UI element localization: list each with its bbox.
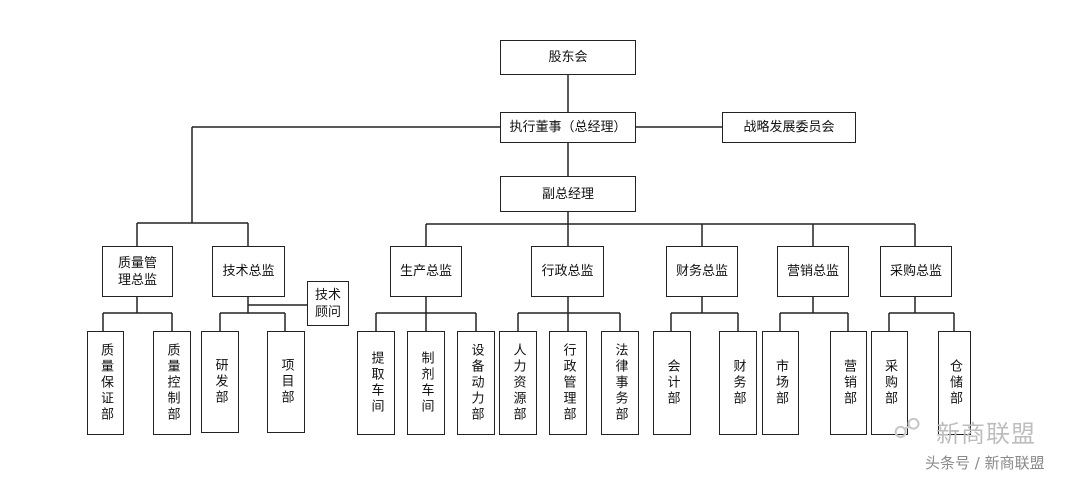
production-director-label: 生产总监 [399, 264, 452, 279]
watermark-source: 头条号 / 新商联盟 [925, 454, 1045, 472]
tech-director-label: 技术总监 [222, 264, 275, 279]
dept-label: 行政管理部 [560, 343, 576, 423]
tech-advisor-box: 技术顾问 [307, 281, 349, 326]
dept-market: 市场部 [762, 331, 799, 435]
purchasing-director-label: 采购总监 [889, 264, 942, 279]
dept-rnd: 研发部 [201, 331, 239, 433]
watermark-brand: 新商联盟 [936, 420, 1036, 448]
purchasing-director-box: 采购总监 [880, 246, 952, 297]
dept-quality-control: 质量控制部 [153, 331, 191, 435]
dept-label: 市场部 [773, 359, 788, 407]
marketing-director-label: 营销总监 [786, 264, 839, 279]
marketing-director-box: 营销总监 [777, 246, 849, 297]
finance-director-box: 财务总监 [666, 246, 738, 297]
dept-label: 采购部 [882, 359, 897, 407]
strategy-committee-label: 战略发展委员会 [743, 120, 835, 135]
dept-label: 营销部 [841, 359, 856, 407]
tech-director-box: 技术总监 [212, 246, 285, 297]
quality-director-label: 质量管理总监 [117, 255, 157, 288]
admin-director-box: 行政总监 [531, 246, 604, 297]
dept-warehouse: 仓储部 [938, 331, 971, 435]
dept-accounting: 会计部 [653, 331, 691, 435]
dept-legal: 法律事务部 [601, 331, 639, 435]
dept-label: 提取车间 [368, 351, 384, 415]
dept-label: 法律事务部 [612, 343, 628, 423]
dept-label: 人力资源部 [510, 343, 526, 423]
executive-box: 执行董事（总经理） [500, 112, 636, 143]
dept-label: 仓储部 [947, 359, 962, 407]
deputy-gm-box: 副总经理 [500, 176, 636, 212]
dept-label: 财务部 [730, 359, 746, 407]
production-director-box: 生产总监 [390, 246, 462, 297]
dept-label: 设备动力部 [468, 343, 484, 423]
dept-sales: 营销部 [830, 331, 867, 435]
executive-label: 执行董事（总经理） [509, 120, 627, 135]
dept-label: 质量保证部 [98, 343, 113, 423]
dept-equipment-power: 设备动力部 [457, 331, 495, 435]
strategy-committee-box: 战略发展委员会 [722, 112, 856, 143]
dept-finance: 财务部 [719, 331, 757, 435]
dept-quality-assurance: 质量保证部 [87, 331, 124, 435]
dept-procurement: 采购部 [871, 331, 908, 435]
dept-admin-mgmt: 行政管理部 [549, 331, 587, 435]
dept-label: 研发部 [212, 358, 228, 406]
dept-project: 项目部 [267, 331, 305, 433]
dept-label: 制剂车间 [418, 351, 434, 415]
shareholders-box: 股东会 [500, 40, 636, 75]
dept-label: 项目部 [278, 358, 294, 406]
dept-hr: 人力资源部 [499, 331, 537, 435]
dept-label: 质量控制部 [164, 343, 180, 423]
admin-director-label: 行政总监 [541, 264, 594, 279]
dept-preparation-workshop: 制剂车间 [407, 331, 445, 435]
tech-advisor-label: 技术顾问 [314, 287, 341, 320]
deputy-gm-label: 副总经理 [541, 186, 594, 202]
quality-director-box: 质量管理总监 [102, 246, 173, 297]
shareholders-label: 股东会 [548, 50, 588, 65]
finance-director-label: 财务总监 [675, 264, 728, 279]
wechat-logo-icon: ☍ [893, 412, 922, 445]
dept-label: 会计部 [664, 359, 680, 407]
dept-extraction-workshop: 提取车间 [357, 331, 395, 435]
